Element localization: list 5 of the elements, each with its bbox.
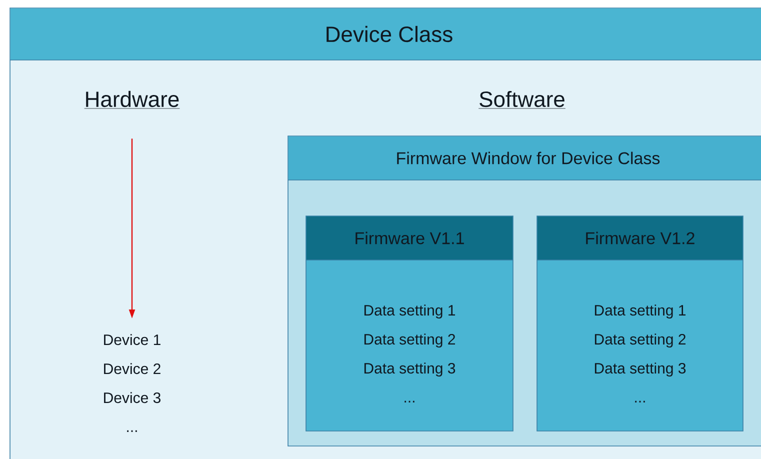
- heading: Hardware: [84, 90, 180, 109]
- firmware-box: Firmware V1.1 Data setting 1 Data setting 2 Data setting 3 ...: [306, 216, 514, 432]
- firmware-box: Firmware V1.2 Data setting 1 Data setting 2 Data setting 3 ...: [536, 216, 744, 432]
- device-list: Device 1 Device 2 Device 3 ...: [104, 334, 160, 432]
- heading: Software: [478, 90, 566, 109]
